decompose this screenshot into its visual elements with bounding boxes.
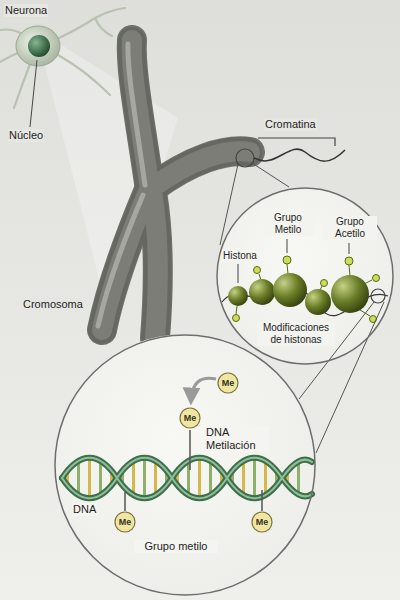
bead (373, 275, 380, 282)
rung (143, 458, 146, 498)
zoom-marker (371, 289, 385, 303)
rung (154, 462, 157, 494)
histone (228, 286, 248, 306)
callout-text: DNA Metilación (205, 426, 269, 452)
callout-text: Grupo metilo (134, 540, 218, 553)
rung (132, 462, 135, 494)
methyl-badge: Me (251, 511, 273, 533)
histone-tails (236, 264, 372, 316)
strand-highlight (62, 458, 312, 499)
badge-circle (180, 408, 200, 428)
rung (242, 462, 245, 494)
zoom-outline (54, 334, 316, 596)
chromatin-strand (254, 149, 345, 161)
zoom-circle: Grupo MetiloHistona Grupo AcetiloModifica… (216, 187, 394, 365)
methyl-bead (283, 256, 291, 264)
histone (305, 289, 331, 315)
stem (261, 490, 263, 511)
dendrite (55, 8, 125, 40)
badge-text: Me (184, 414, 197, 423)
badge-circle (218, 373, 238, 393)
badge-text: Me (256, 518, 269, 527)
dendrite (95, 18, 112, 36)
badge-text: Me (222, 379, 235, 388)
chemical-groups (233, 256, 380, 323)
methyl-badge: Me (114, 511, 136, 533)
methyl-badge: Me (179, 407, 201, 429)
rung (99, 462, 102, 494)
chromatid (152, 192, 158, 338)
nucleus (28, 35, 50, 57)
zoom-circle: DNA MetilaciónDNAGrupo metiloMeMeMeMe (54, 334, 316, 596)
callout-text: Histona (222, 250, 258, 262)
methyl-badge: Me (217, 372, 239, 394)
rung (88, 458, 91, 498)
leader-line (238, 264, 239, 283)
part-label: Neurona (4, 4, 48, 17)
stem (189, 430, 191, 470)
callout-text: DNA (72, 503, 97, 516)
zoom-border (55, 335, 315, 595)
part-label: Núcleo (8, 129, 44, 142)
bead (321, 280, 328, 287)
leader-line (287, 239, 288, 253)
tail (236, 306, 237, 314)
part-label: Cromosoma (22, 298, 84, 311)
strand-highlight (62, 458, 312, 499)
neuron (0, 8, 125, 108)
badge-circle (115, 512, 135, 532)
leader-line (30, 60, 37, 127)
callout-text: Grupo Acetilo (323, 216, 377, 240)
strand (62, 458, 312, 499)
histone (331, 275, 369, 313)
chromatid-texture (152, 192, 158, 338)
chromatid-texture (152, 151, 250, 188)
chromosome-highlight (98, 44, 145, 326)
chromatid-highlight (98, 195, 143, 326)
chromatid-shade (152, 192, 158, 338)
badge-circle (252, 512, 272, 532)
zoom-ground (216, 187, 394, 365)
bead (254, 267, 261, 274)
stem (124, 492, 126, 511)
leader-line (349, 243, 350, 254)
tail (349, 265, 350, 276)
tail (287, 264, 288, 274)
bracket (258, 138, 335, 146)
chromatid (152, 151, 250, 188)
histones (228, 273, 369, 315)
callout-text: Modificaciones de histonas (257, 322, 335, 346)
rung (253, 458, 256, 498)
part-label: Cromatina (264, 118, 317, 131)
rung (209, 462, 212, 494)
dendrite (58, 55, 110, 95)
bead (233, 315, 240, 322)
zoom-ground (54, 334, 316, 596)
histone (273, 273, 307, 307)
dna-backbone (62, 458, 312, 499)
rung (264, 462, 267, 494)
dendrite (0, 30, 22, 35)
callout-text: Grupo Metilo (262, 212, 314, 236)
badge-text: Me (119, 518, 132, 527)
chromatid-shade (152, 151, 250, 188)
dendrite (14, 64, 30, 108)
zoom-line (252, 163, 289, 187)
zoom-border (217, 188, 393, 364)
acetyl-bead (345, 257, 353, 265)
zoom-marker (236, 149, 254, 167)
zoom-line (299, 302, 374, 399)
histone (249, 279, 275, 305)
rung (297, 462, 300, 494)
rung (77, 462, 80, 494)
strand (62, 458, 312, 499)
cell-body (16, 26, 60, 66)
methylation-arrow (191, 378, 216, 401)
rung (198, 458, 201, 498)
chromatid-highlight (128, 44, 145, 185)
